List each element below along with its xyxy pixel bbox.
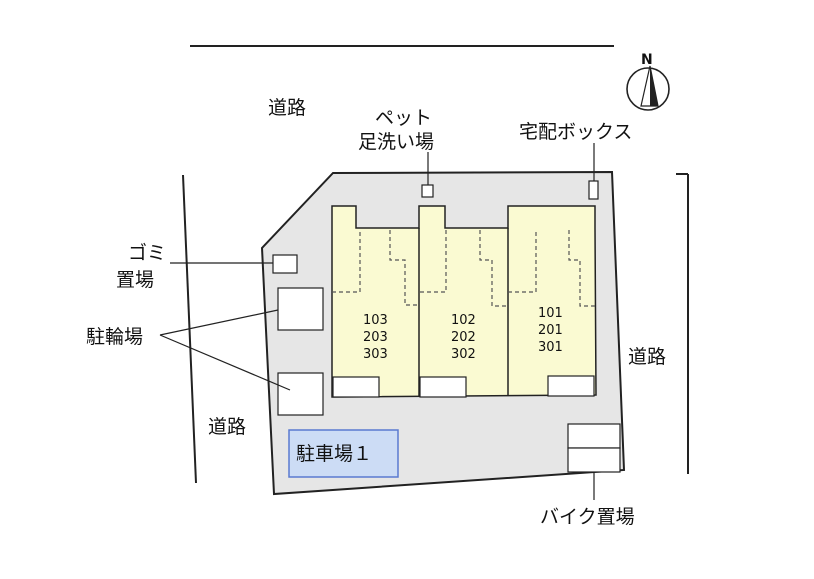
bike-parking-box-bottom	[567, 447, 621, 473]
garbage-area-marker	[272, 254, 298, 274]
unit-number: 303	[363, 347, 388, 362]
entrance-middle	[419, 376, 467, 398]
unit-number: 102	[451, 313, 476, 328]
building	[331, 205, 597, 398]
label-bike-parking: バイク置場	[540, 506, 635, 528]
parking-lot-label: 駐車場１	[296, 443, 372, 465]
unit-number: 301	[538, 340, 563, 355]
parking-lot-box	[288, 429, 399, 478]
label-pet-line2: 足洗い場	[358, 131, 434, 153]
north-compass-icon: N	[626, 52, 670, 111]
label-road-right: 道路	[628, 346, 666, 368]
label-garbage-line2: 置場	[116, 269, 154, 291]
compass-north-label: N	[641, 52, 653, 68]
unit-number: 202	[451, 330, 476, 345]
label-road-left: 道路	[208, 416, 246, 438]
entrance-left	[332, 376, 380, 398]
bike-parking-box-top	[567, 423, 621, 449]
label-road-top: 道路	[268, 97, 306, 119]
unit-number: 103	[363, 313, 388, 328]
unit-numbers-left: 103 203 303	[363, 313, 388, 362]
dashed-interior-lines	[332, 230, 596, 307]
unit-numbers-right: 101 201 301	[538, 306, 563, 355]
unit-number: 302	[451, 347, 476, 362]
unit-number: 101	[538, 306, 563, 321]
pet-foot-wash-marker	[421, 184, 434, 198]
entrance-right	[547, 375, 595, 397]
bicycle-parking-area-1	[277, 287, 324, 331]
label-bicycle-parking: 駐輪場	[86, 326, 143, 348]
label-pet-line1: ペット	[375, 107, 432, 129]
unit-numbers-middle: 102 202 302	[451, 313, 476, 362]
leader-bicycle-2	[159, 334, 291, 391]
unit-number: 203	[363, 330, 388, 345]
label-garbage-line1: ゴミ	[128, 242, 166, 264]
delivery-box-marker	[588, 180, 599, 200]
leader-bicycle-1	[159, 309, 279, 336]
label-delivery-box: 宅配ボックス	[519, 121, 632, 143]
unit-number: 201	[538, 323, 563, 338]
bicycle-parking-area-2	[277, 372, 324, 416]
